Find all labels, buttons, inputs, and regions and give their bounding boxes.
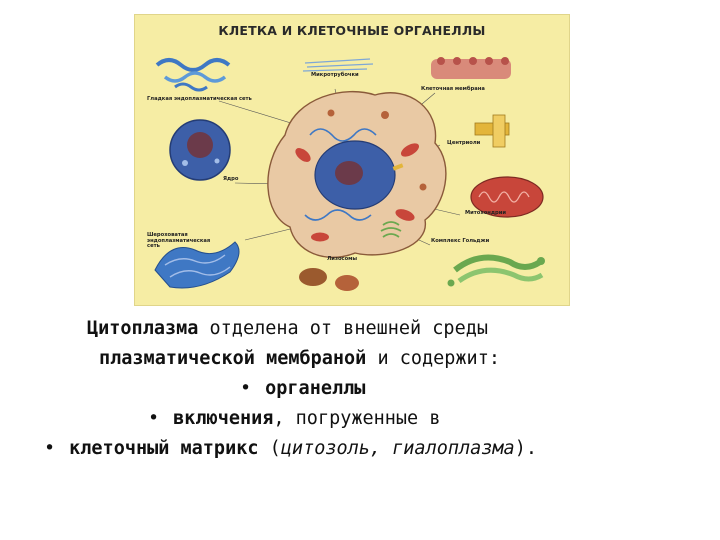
cell-organelles-diagram: КЛЕТКА И КЛЕТОЧНЫЕ ОРГАНЕЛЛЫ (134, 14, 570, 306)
smooth-er-illustration (157, 60, 229, 90)
term-inclusions: включения (173, 408, 273, 429)
label-golgi: Комплекс Гольджи (431, 239, 489, 245)
term-cytoplasm: Цитоплазма (87, 318, 198, 339)
bullet: • (44, 438, 55, 459)
term-cell-matrix: клеточный матрикс (69, 438, 258, 459)
label-centrioles: Центриоли (447, 141, 480, 147)
cell-membrane-illustration (431, 57, 511, 79)
lysosomes-illustration (299, 268, 359, 291)
label-mitochondria: Митохондрии (465, 211, 506, 217)
text-line-1: Цитоплазма отделена от внешней среды (87, 318, 488, 339)
nucleus-illustration (170, 120, 230, 180)
label-smooth-er: Гладкая эндоплазматическая сеть (147, 97, 252, 103)
microtubules-illustration (303, 59, 373, 71)
text-line-2: плазматической мембраной и содержит: (99, 348, 500, 369)
label-microtubules: Микротрубочки (311, 73, 359, 79)
term-plasma-membrane: плазматической мембраной (99, 348, 366, 369)
central-cell (268, 92, 446, 258)
label-lysosomes: Лизосомы (327, 257, 357, 263)
bullet-item-organelles: • органеллы (240, 378, 365, 399)
bullet-item-matrix: •клеточный матрикс (цитозоль, гиалоплазм… (44, 438, 537, 459)
label-nucleus: Ядро (223, 177, 238, 183)
label-cell-membrane: Клеточная мембрана (421, 87, 485, 93)
bullet-item-inclusions: •включения, погруженные в (148, 408, 440, 429)
golgi-illustration (448, 257, 546, 287)
term-cytosol: цитозоль, гиалоплазма (281, 438, 515, 459)
term-organelles: органеллы (265, 378, 365, 399)
bullet: • (240, 378, 251, 399)
bullet: • (148, 408, 159, 429)
label-rough-er: Шероховатая эндоплазматическая сеть (147, 233, 217, 250)
